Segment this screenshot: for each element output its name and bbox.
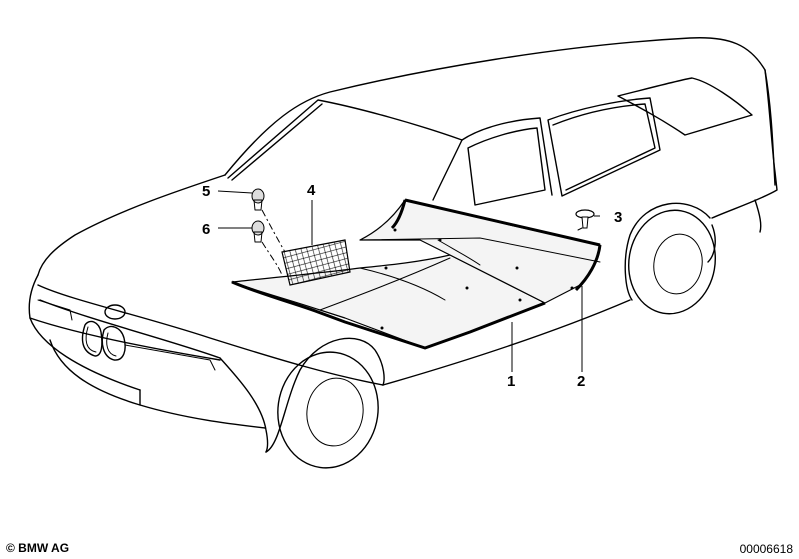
leader-lines	[217, 190, 600, 372]
callout-number-3: 3	[614, 209, 622, 226]
callout-number-2: 2	[577, 373, 585, 390]
storage-net	[281, 239, 351, 286]
callout-number-5: 5	[202, 183, 210, 200]
clip-lower-icon	[251, 220, 265, 243]
diagram-number-label: 00006618	[739, 542, 793, 556]
car-body-outline	[28, 37, 778, 469]
clip-upper-icon	[251, 188, 265, 211]
floor-carpet-rear	[359, 198, 602, 304]
copyright-label: © BMW AG	[6, 541, 70, 555]
expanding-rivet-icon	[575, 209, 595, 231]
callout-number-4: 4	[307, 182, 316, 199]
callout-number-1: 1	[507, 373, 515, 390]
callout-number-6: 6	[202, 221, 210, 238]
